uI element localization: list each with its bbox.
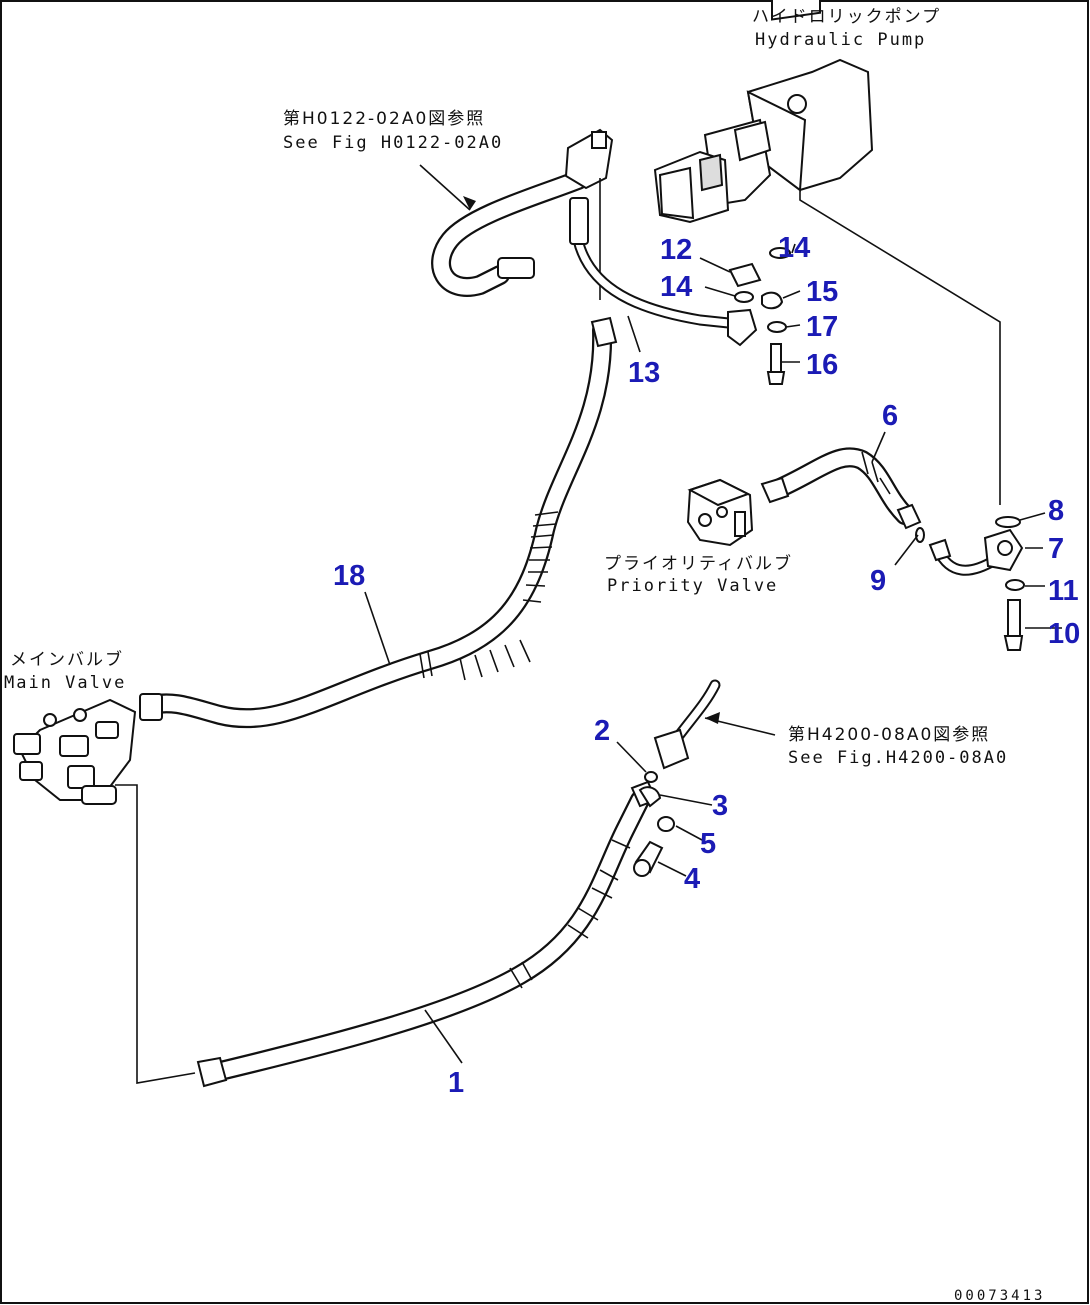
hose-1 bbox=[196, 780, 658, 1088]
callout-10: 10 bbox=[1048, 618, 1080, 650]
flange-parts-12-17 bbox=[728, 247, 791, 385]
see-fig-top-label-en: See Fig H0122-02A0 bbox=[283, 133, 503, 153]
callout-13: 13 bbox=[628, 357, 660, 389]
hydraulic-pump-label-en: Hydraulic Pump bbox=[755, 30, 926, 50]
callout-18: 18 bbox=[333, 560, 365, 592]
callout-3: 3 bbox=[712, 790, 728, 822]
main-valve bbox=[13, 698, 196, 1084]
callout-8: 8 bbox=[1048, 495, 1064, 527]
main-valve-label-jp: メインバルブ bbox=[10, 649, 124, 670]
callout-14-mid: 14 bbox=[660, 271, 692, 303]
callout-9: 9 bbox=[870, 565, 886, 597]
see-fig-right-label-jp: 第H4200-08A0図参照 bbox=[788, 725, 990, 745]
see-fig-top-label-jp: 第H0122-02A0図参照 bbox=[283, 109, 485, 129]
callout-7: 7 bbox=[1048, 533, 1064, 565]
see-fig-right-label-en: See Fig.H4200-08A0 bbox=[788, 748, 1008, 768]
flange-parts-2-5 bbox=[633, 679, 721, 877]
hose-18 bbox=[139, 316, 618, 729]
document-number: 00073413 bbox=[954, 1288, 1045, 1304]
callout-5: 5 bbox=[700, 828, 716, 860]
callout-1: 1 bbox=[448, 1067, 464, 1099]
hydraulic-pump-label-jp: ハイドロリックポンプ bbox=[752, 7, 941, 27]
priority-valve-label-jp: プライオリティバルブ bbox=[604, 553, 793, 574]
callout-12: 12 bbox=[660, 234, 692, 266]
priority-valve bbox=[686, 478, 754, 547]
main-valve-label-en: Main Valve bbox=[4, 673, 126, 693]
hydraulic-pump bbox=[653, 0, 1001, 505]
callout-15: 15 bbox=[806, 276, 838, 308]
callout-17: 17 bbox=[806, 311, 838, 343]
callout-6: 6 bbox=[882, 400, 898, 432]
callout-16: 16 bbox=[806, 349, 838, 381]
hose-13 bbox=[569, 197, 758, 347]
callout-11: 11 bbox=[1048, 575, 1079, 607]
callout-2: 2 bbox=[594, 715, 610, 747]
priority-valve-label-en: Priority Valve bbox=[607, 576, 778, 596]
callout-4: 4 bbox=[684, 863, 700, 895]
leader-lines bbox=[364, 164, 1062, 1064]
callout-14-top: 14 bbox=[778, 232, 810, 264]
elbow-flange-7-11 bbox=[915, 516, 1025, 651]
hose-6 bbox=[760, 447, 922, 530]
